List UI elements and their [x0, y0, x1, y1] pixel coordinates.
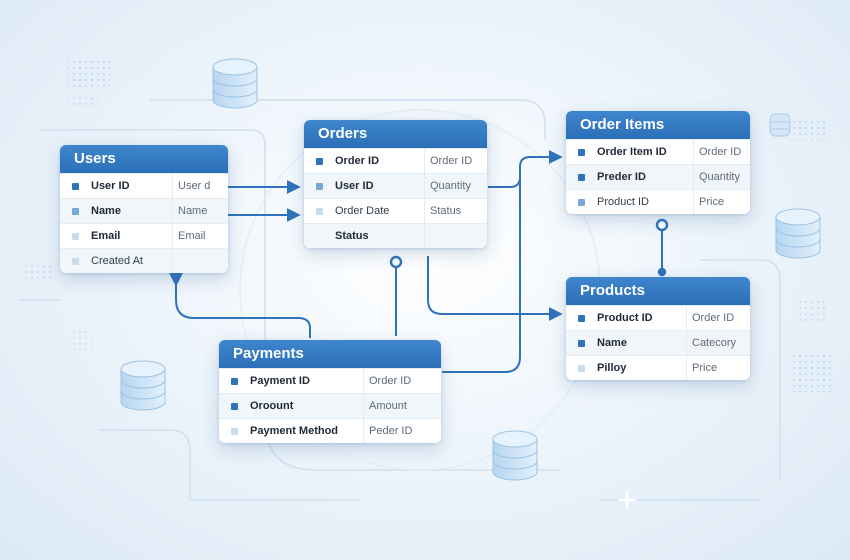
table-row[interactable]: Pilloy Price: [566, 355, 750, 380]
table-row[interactable]: Email Email: [60, 223, 228, 248]
table-row[interactable]: Created At: [60, 248, 228, 273]
field-key-icon: [578, 364, 585, 372]
table-row[interactable]: Order Date Status: [304, 198, 487, 223]
table-title: Orders: [304, 120, 487, 148]
primary-key-icon: [72, 182, 79, 190]
column-name: Status: [335, 224, 425, 248]
column-reference: Price: [699, 196, 725, 208]
column-name: Pilloy: [597, 356, 687, 380]
database-icon: [775, 208, 821, 259]
column-name: Product ID: [597, 306, 687, 330]
column-reference: Order ID: [699, 146, 742, 158]
primary-key-icon: [316, 157, 323, 165]
column-reference: Order ID: [369, 375, 412, 387]
table-title: Order Items: [566, 111, 750, 139]
column-name: User ID: [335, 174, 425, 198]
table-row[interactable]: Payment ID Order ID: [219, 368, 441, 393]
column-name: Name: [597, 331, 687, 355]
table-row[interactable]: Product ID Price: [566, 189, 750, 214]
column-reference: Amount: [369, 400, 407, 412]
column-reference: Peder ID: [369, 425, 413, 437]
database-icon: [492, 430, 538, 481]
column-reference: Order ID: [692, 312, 735, 324]
column-reference: Email: [178, 230, 206, 242]
column-reference: Quantity: [430, 180, 471, 192]
small-database-icon: [769, 113, 791, 137]
field-key-icon: [316, 207, 323, 215]
column-name: Order ID: [335, 149, 425, 173]
field-key-icon: [72, 207, 79, 215]
field-key-icon: [316, 233, 323, 240]
table-row[interactable]: Order ID Order ID: [304, 148, 487, 173]
column-name: Oroount: [250, 394, 364, 418]
connector-payments-orderitems: [442, 177, 521, 373]
field-key-icon: [72, 232, 79, 240]
table-row[interactable]: Preder ID Quantity: [566, 164, 750, 189]
table-orders[interactable]: Orders Order ID Order ID User ID Quantit…: [304, 120, 487, 248]
field-key-icon: [72, 257, 79, 265]
column-reference: Name: [178, 205, 208, 217]
table-users[interactable]: Users User ID User d Name Name Email Ema…: [60, 145, 228, 273]
table-row[interactable]: User ID User d: [60, 173, 228, 198]
column-name: User ID: [91, 174, 173, 198]
table-row[interactable]: Status: [304, 223, 487, 248]
column-reference: Order ID: [430, 155, 473, 167]
primary-key-icon: [231, 377, 238, 385]
column-name: Created At: [91, 249, 173, 273]
column-name: Payment Method: [250, 419, 364, 443]
connector-orders-products: [427, 256, 563, 321]
table-row[interactable]: Payment Method Peder ID: [219, 418, 441, 443]
column-name: Order Item ID: [597, 140, 694, 164]
database-icon: [212, 58, 258, 109]
column-reference: Status: [430, 205, 462, 217]
field-key-icon: [231, 427, 238, 435]
table-row[interactable]: Order Item ID Order ID: [566, 139, 750, 164]
connector-orders-orderitems: [488, 150, 563, 188]
primary-key-icon: [578, 314, 585, 322]
column-name: Product ID: [597, 190, 694, 214]
column-reference: Quantity: [699, 171, 740, 183]
column-reference: [173, 249, 228, 273]
field-key-icon: [231, 402, 238, 410]
table-row[interactable]: User ID Quantity: [304, 173, 487, 198]
column-reference: Catecory: [692, 337, 737, 349]
table-title: Payments: [219, 340, 441, 368]
column-name: Payment ID: [250, 369, 364, 393]
table-order-items[interactable]: Order Items Order Item ID Order ID Prede…: [566, 111, 750, 214]
table-payments[interactable]: Payments Payment ID Order ID Oroount Amo…: [219, 340, 441, 443]
field-key-icon: [578, 339, 585, 347]
column-name: Name: [91, 199, 173, 223]
table-row[interactable]: Product ID Order ID: [566, 305, 750, 330]
connector-users-payments: [169, 272, 311, 338]
column-name: Order Date: [335, 199, 425, 223]
column-name: Email: [91, 224, 173, 248]
table-title: Products: [566, 277, 750, 305]
table-row[interactable]: Name Catecory: [566, 330, 750, 355]
column-name: Preder ID: [597, 165, 694, 189]
table-products[interactable]: Products Product ID Order ID Name Cateco…: [566, 277, 750, 380]
foreign-key-icon: [578, 173, 585, 181]
table-row[interactable]: Name Name: [60, 198, 228, 223]
column-reference: Price: [692, 362, 718, 374]
column-reference: [425, 224, 487, 248]
foreign-key-icon: [578, 198, 585, 206]
column-reference: User d: [178, 180, 211, 192]
table-row[interactable]: Oroount Amount: [219, 393, 441, 418]
table-title: Users: [60, 145, 228, 173]
foreign-key-icon: [316, 182, 323, 190]
database-icon: [120, 360, 166, 411]
primary-key-icon: [578, 148, 585, 156]
